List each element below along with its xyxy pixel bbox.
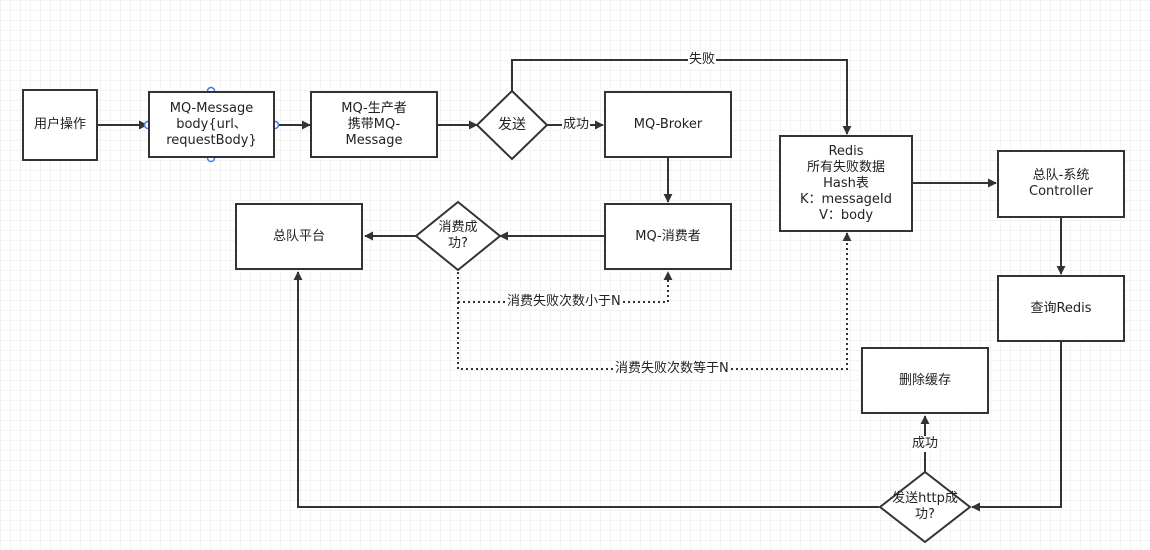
mq-broker-box[interactable]: MQ-Broker	[604, 91, 732, 158]
controller-line-1: 总队-系统	[1032, 168, 1090, 183]
mq-producer-line-2: 携带MQ-	[347, 116, 401, 132]
consume-decision-line-2: 功?	[448, 236, 468, 251]
edge-query-to-http	[971, 342, 1062, 512]
mq-message-box[interactable]: MQ-Message body{url、 requestBody}	[148, 91, 275, 158]
mq-message-line-3: requestBody}	[166, 132, 257, 148]
edge-label-send-success: 成功	[562, 117, 591, 133]
http-decision-shape	[878, 470, 972, 544]
user-operation-label: 用户操作	[33, 117, 86, 132]
consume-decision-line-1: 消费成	[438, 220, 478, 235]
user-operation-box[interactable]: 用户操作	[22, 89, 98, 161]
query-redis-box[interactable]: 查询Redis	[997, 275, 1125, 342]
delete-cache-box[interactable]: 删除缓存	[861, 347, 989, 414]
http-decision-line-2: 功?	[915, 507, 935, 522]
consume-decision-shape	[414, 200, 502, 272]
mq-broker-label: MQ-Broker	[633, 116, 703, 132]
redis-line-5: V：body	[818, 207, 874, 223]
redis-box[interactable]: Redis 所有失败数据 Hash表 K：messageId V：body	[779, 135, 913, 232]
send-decision-label: 发送	[498, 117, 526, 133]
redis-line-1: Redis	[828, 143, 864, 159]
edge-label-retry-equal-n: 消费失败次数等于N	[614, 361, 730, 377]
edge-send-fail	[511, 59, 852, 135]
mq-consumer-box[interactable]: MQ-消费者	[604, 203, 732, 270]
redis-line-4: K：messageId	[799, 191, 893, 207]
consume-decision-text[interactable]: 消费成 功?	[416, 202, 500, 270]
mq-producer-box[interactable]: MQ-生产者 携带MQ- Message	[310, 91, 438, 158]
controller-box[interactable]: 总队-系统 Controller	[997, 150, 1125, 218]
mq-message-line-1: MQ-Message	[169, 100, 254, 116]
edge-http-to-platform	[293, 271, 879, 508]
http-decision-text[interactable]: 发送http成 功?	[880, 472, 970, 542]
edge-label-retry-less-n: 消费失败次数小于N	[506, 294, 622, 310]
edge-label-http-success: 成功	[911, 436, 940, 452]
redis-line-2: 所有失败数据	[806, 159, 885, 175]
query-redis-label: 查询Redis	[1030, 300, 1092, 316]
mq-message-line-2: body{url、	[176, 116, 247, 132]
platform-box[interactable]: 总队平台	[235, 203, 363, 270]
send-decision-shape	[475, 89, 549, 161]
http-decision-line-1: 发送http成	[892, 491, 958, 506]
mq-consumer-label: MQ-消费者	[635, 228, 701, 244]
redis-line-3: Hash表	[823, 175, 869, 191]
mq-producer-line-3: Message	[345, 132, 403, 148]
platform-label: 总队平台	[272, 228, 325, 244]
mq-producer-line-1: MQ-生产者	[341, 100, 407, 116]
send-decision-text[interactable]: 发送	[477, 91, 547, 159]
delete-cache-label: 删除缓存	[898, 372, 951, 388]
edge-label-send-fail: 失败	[688, 52, 717, 68]
controller-line-2: Controller	[1029, 184, 1093, 199]
